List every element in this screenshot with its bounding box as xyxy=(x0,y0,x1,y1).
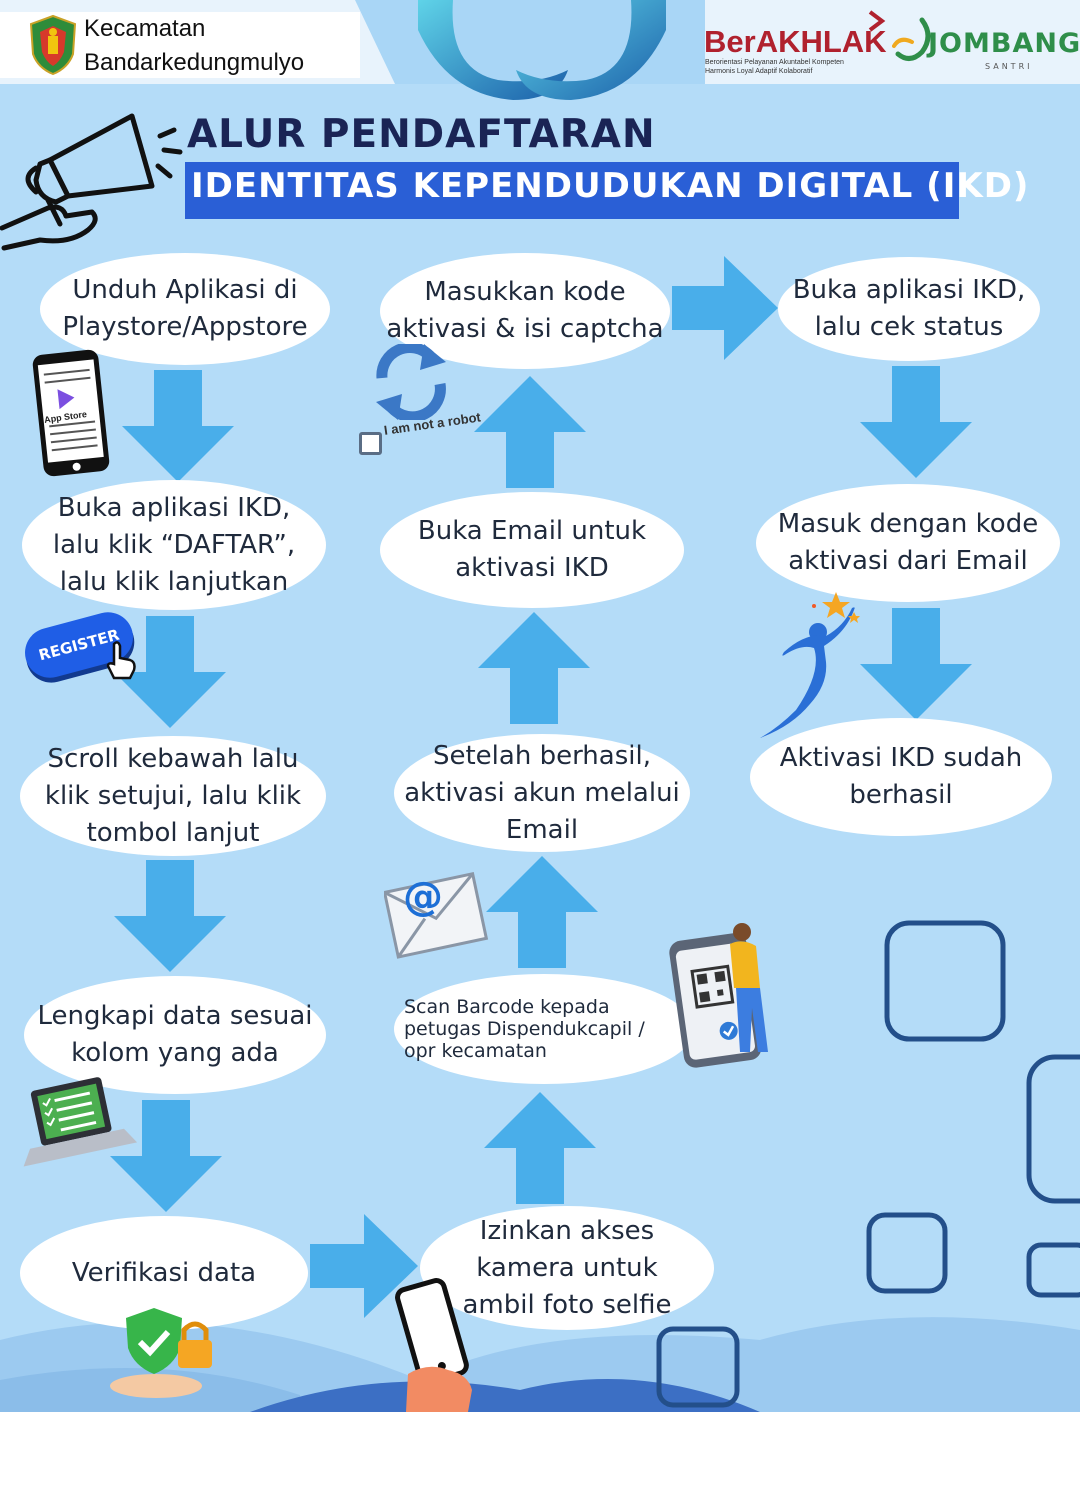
security-shield-icon xyxy=(110,1308,212,1398)
step-1-line-1: Unduh Aplikasi di xyxy=(72,275,298,305)
step-11-line-1: Buka aplikasi IKD, xyxy=(792,275,1026,305)
jombang-emblem-icon xyxy=(29,14,77,76)
step-7-line-3: opr kecamatan xyxy=(404,1040,547,1062)
kecamatan-name: Kecamatan Bandarkedungmulyo xyxy=(84,12,304,80)
step-8-activate-email: Setelah berhasil, aktivasi akun melalui … xyxy=(394,734,690,852)
step-2-line-2: lalu klik “DAFTAR”, xyxy=(52,529,296,560)
step-4-line-1: Lengkapi data sesuai xyxy=(37,1001,313,1031)
infographic-canvas: Kecamatan Bandarkedungmulyo BerAKHLAK Be… xyxy=(0,0,1080,1412)
step-7-line-1: Scan Barcode kepada xyxy=(404,996,610,1018)
step-1-download-app: Unduh Aplikasi di Playstore/Appstore xyxy=(40,253,330,365)
arrow-down-6 xyxy=(860,608,972,720)
arrow-right-2 xyxy=(672,256,778,360)
hand-holding-phone-icon xyxy=(395,1278,472,1412)
outline-square-1 xyxy=(884,920,1006,1042)
arrow-up-1 xyxy=(484,1092,596,1204)
decorative-loop xyxy=(418,0,666,100)
step-9-line-2: aktivasi IKD xyxy=(455,553,609,583)
title-line-2: IDENTITAS KEPENDUDUKAN DIGITAL (IKD) xyxy=(191,166,1030,206)
step-12-line-2: aktivasi dari Email xyxy=(788,546,1028,576)
arrow-down-1 xyxy=(122,370,234,482)
jombang-tagline: SANTRI xyxy=(985,62,1033,71)
step-10-line-1: Masukkan kode xyxy=(424,277,626,307)
step-4-complete-data: Lengkapi data sesuai kolom yang ada xyxy=(24,976,326,1094)
berakhlak-tagline: Berorientasi Pelayanan Akuntabel Kompete… xyxy=(705,58,885,76)
step-11-check-status: Buka aplikasi IKD, lalu cek status xyxy=(778,257,1040,361)
arrow-right-1 xyxy=(310,1214,418,1318)
step-2-open-register: Buka aplikasi IKD, lalu klik “DAFTAR”, l… xyxy=(22,480,326,610)
step-3-line-2: klik setujui, lalu klik xyxy=(44,780,302,811)
step-9-line-1: Buka Email untuk xyxy=(417,516,647,546)
arrow-up-3 xyxy=(478,612,590,724)
step-7-scan-barcode: Scan Barcode kepada petugas Dispendukcap… xyxy=(394,974,694,1084)
step-12-login-code: Masuk dengan kode aktivasi dari Email xyxy=(756,484,1060,602)
jombang-swirl-icon xyxy=(892,17,931,61)
kecamatan-line-2: Bandarkedungmulyo xyxy=(84,49,305,76)
step-6-line-1: Izinkan akses xyxy=(479,1215,655,1246)
background-waves xyxy=(0,1317,1080,1412)
step-7-line-2: petugas Dispendukcapil / xyxy=(404,1018,645,1040)
step-3-scroll-agree: Scroll kebawah lalu klik setujui, lalu k… xyxy=(20,736,326,856)
berakhlak-logo: BerAKHLAK xyxy=(704,24,887,59)
captcha-checkbox xyxy=(359,432,382,455)
step-5-line-1: Verifikasi data xyxy=(71,1257,257,1288)
step-6-line-3: ambil foto selfie xyxy=(462,1289,672,1320)
email-envelope-icon xyxy=(384,871,489,959)
jombang-logo: JOMBANG xyxy=(928,28,1080,59)
laptop-checklist-icon xyxy=(23,1077,138,1167)
title-line-1: ALUR PENDAFTARAN xyxy=(187,112,656,157)
berakhlak-tagline-1: Berorientasi Pelayanan Akuntabel Kompete… xyxy=(705,59,844,66)
step-5-verify-data: Verifikasi data xyxy=(20,1216,308,1330)
step-8-line-2: aktivasi akun melalui xyxy=(404,777,680,808)
berakhlak-chevron-icon xyxy=(868,10,886,32)
step-11-line-2: lalu cek status xyxy=(814,312,1004,342)
step-10-line-2: aktivasi & isi captcha xyxy=(386,314,664,344)
step-12-line-1: Masuk dengan kode xyxy=(777,509,1039,539)
refresh-captcha-icon xyxy=(376,344,446,420)
outline-square-3 xyxy=(866,1212,948,1294)
step-6-line-2: kamera untuk xyxy=(476,1252,658,1283)
step-2-line-1: Buka aplikasi IKD, xyxy=(57,492,291,523)
step-2-line-3: lalu klik lanjutkan xyxy=(59,566,289,597)
outline-square-5 xyxy=(656,1326,740,1408)
arrow-down-2 xyxy=(114,616,226,728)
step-3-line-3: tombol lanjut xyxy=(86,817,260,848)
step-9-open-email: Buka Email untuk aktivasi IKD xyxy=(380,492,684,608)
step-13-activation-success: Aktivasi IKD sudah berhasil xyxy=(750,718,1052,836)
success-person-star-icon xyxy=(760,592,860,738)
step-13-line-1: Aktivasi IKD sudah xyxy=(779,743,1023,773)
arrow-down-5 xyxy=(860,366,972,478)
arrow-up-2 xyxy=(486,856,598,968)
megaphone-icon xyxy=(0,113,183,251)
hand-pointer-icon xyxy=(106,641,136,680)
step-13-line-2: berhasil xyxy=(849,780,953,810)
smartphone-app-store-icon xyxy=(32,349,110,477)
arrow-up-4 xyxy=(474,376,586,488)
qr-phone-person-icon xyxy=(669,923,768,1068)
outline-square-2 xyxy=(1026,1054,1080,1204)
title-banner xyxy=(185,162,959,219)
step-8-line-3: Email xyxy=(505,814,579,845)
berakhlak-tagline-2: Harmonis Loyal Adaptif Kolaboratif xyxy=(705,68,813,75)
arrow-down-3 xyxy=(114,860,226,972)
email-at-symbol: @ xyxy=(403,874,443,920)
step-8-line-1: Setelah berhasil, xyxy=(432,740,651,771)
kecamatan-line-1: Kecamatan xyxy=(84,15,206,42)
step-6-camera-selfie: Izinkan akses kamera untuk ambil foto se… xyxy=(420,1206,714,1330)
step-3-line-1: Scroll kebawah lalu xyxy=(47,743,299,774)
arrow-down-4 xyxy=(110,1100,222,1212)
step-1-line-2: Playstore/Appstore xyxy=(62,312,308,342)
step-4-line-2: kolom yang ada xyxy=(71,1038,279,1068)
outline-square-4 xyxy=(1026,1242,1080,1298)
